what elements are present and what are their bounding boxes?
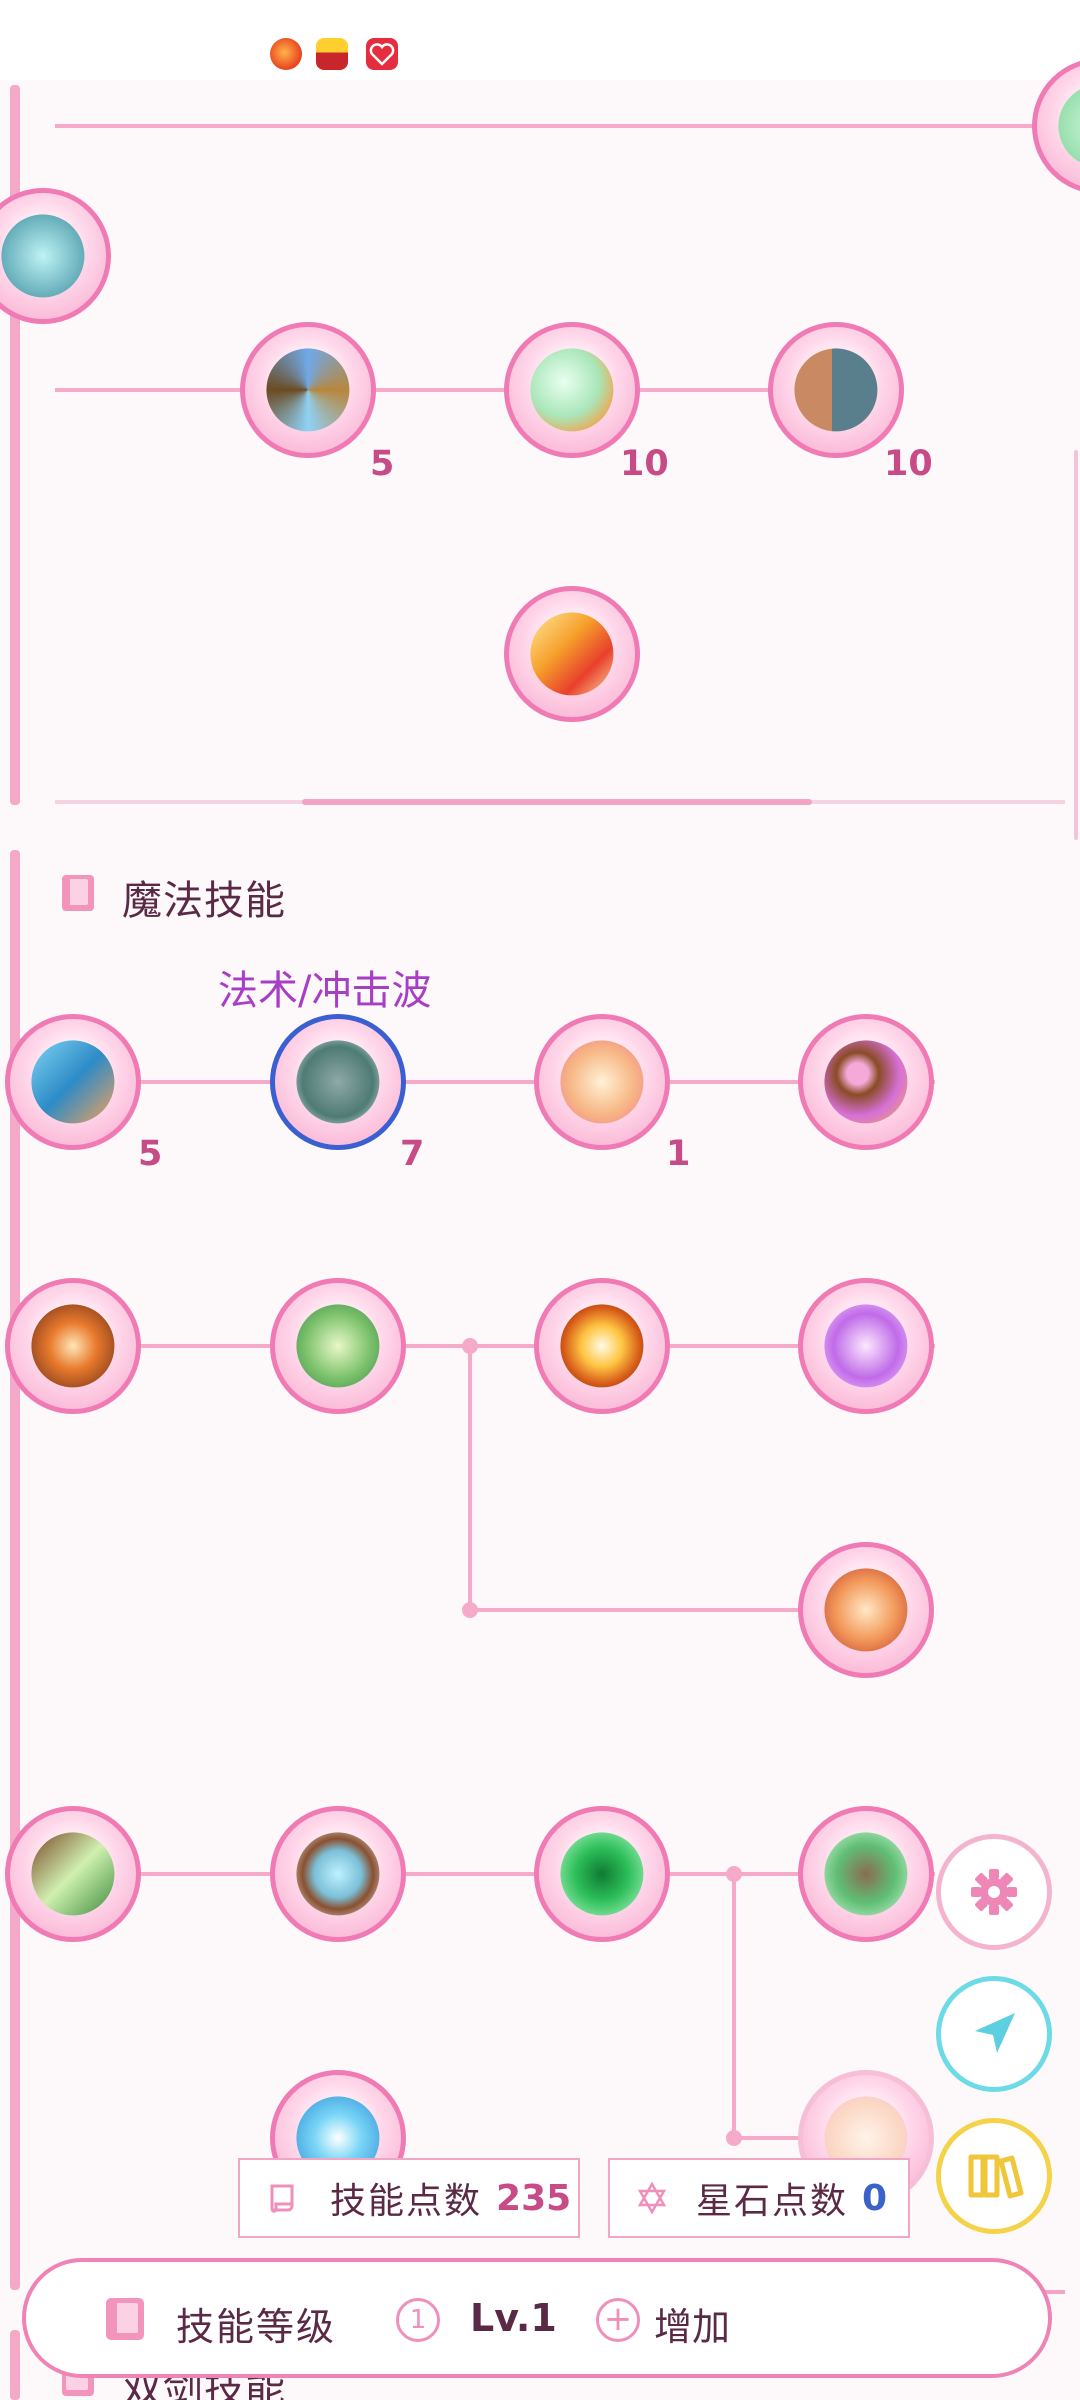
scroll-icon [270,2184,294,2213]
tree-connector [732,1874,736,2138]
tree-connector [55,388,845,392]
skill-node-bow[interactable] [240,322,376,458]
section-left-bar [10,2330,20,2400]
skill-level: 5 [138,1134,163,1174]
books-icon [968,2154,1024,2199]
skill-node[interactable] [534,1806,670,1942]
skill-node[interactable] [5,1278,141,1414]
skill-node[interactable] [798,1014,934,1150]
skill-level: 7 [400,1134,425,1174]
skill-node[interactable] [504,322,640,458]
skill-node[interactable] [768,322,904,458]
tree-connector [470,1608,810,1612]
skill-book-button[interactable] [936,2118,1052,2234]
book-icon [106,2298,144,2340]
star-of-david-icon [637,2181,667,2215]
selected-skill-label: 法术/冲击波 [218,968,432,1014]
settings-button[interactable] [936,1834,1052,1950]
skill-node[interactable] [798,1542,934,1678]
skill-node[interactable] [534,1278,670,1414]
section-title-magic: 魔法技能 [122,878,286,924]
skill-node[interactable] [798,1278,934,1414]
skill-node[interactable] [5,1014,141,1150]
skill-level: 10 [620,444,669,484]
scrollbar[interactable] [1074,450,1078,840]
star-points-value: 0 [862,2177,888,2219]
add-label: 增加 [654,2305,731,2349]
skill-points-box: 技能点数 235 [238,2158,580,2238]
tree-connector [55,124,1040,128]
skill-node[interactable] [270,1278,406,1414]
book-icon [62,875,94,911]
tree-connector [734,2136,814,2140]
skill-node[interactable] [5,1806,141,1942]
tree-connector [55,1080,935,1084]
skill-points-value: 235 [496,2177,572,2219]
navigate-button[interactable] [936,1976,1052,2092]
skill-node[interactable] [270,1806,406,1942]
star-points-label: 星石点数 [696,2181,849,2222]
skill-node[interactable] [0,188,111,324]
section-left-bar [10,850,20,2290]
add-level-button[interactable]: + 增加 [576,2288,746,2352]
sougou-app-icon [316,38,348,70]
tree-connector [468,1346,472,1608]
section-left-bar [10,85,20,805]
weibo-app-icon [270,38,302,70]
level-circle-icon: 1 [396,2298,440,2342]
status-bar [0,0,1080,80]
gear-icon [971,1869,1017,1915]
navigation-arrow-icon [975,2013,1015,2053]
star-points-box: 星石点数 0 [608,2158,910,2238]
skill-level: 10 [884,444,933,484]
skill-node[interactable] [798,1806,934,1942]
skill-level-bar: 技能等级 1 Lv.1 + 增加 [22,2258,1052,2378]
tree-connector [55,1344,935,1348]
skill-level: 1 [666,1134,691,1174]
horizontal-scroll-indicator[interactable] [302,799,812,805]
skill-node[interactable] [504,586,640,722]
skill-level-label: 技能等级 [176,2305,337,2349]
heart-app-icon [366,38,398,70]
skill-node[interactable] [534,1014,670,1150]
tree-connector [55,1872,935,1876]
skill-node-selected[interactable] [270,1014,406,1150]
skill-points-label: 技能点数 [330,2181,483,2222]
plus-circle-icon: + [596,2298,640,2342]
level-value: Lv.1 [470,2296,557,2340]
skill-level: 5 [370,444,395,484]
